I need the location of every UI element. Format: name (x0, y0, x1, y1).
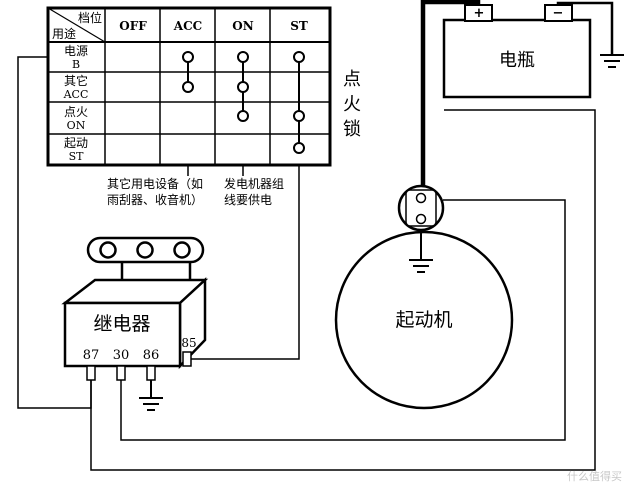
ignition-lock-label-1: 点 (343, 69, 361, 90)
watermark: 什么值得买 (567, 470, 622, 483)
contact-b-st (293, 51, 305, 63)
relay-pin-87-label: 87 (83, 348, 100, 363)
column-header-st: ST (290, 19, 308, 33)
accessory-note-line-2: 雨刮器、收音机） (107, 192, 203, 207)
battery-label: 电瓶 (499, 50, 535, 71)
row-label-ignition: 点火 (64, 105, 88, 119)
contact-acc-on (237, 81, 249, 93)
battery-ground-wire (556, 1, 614, 55)
battery: + − 电瓶 (442, 4, 592, 99)
battery-positive-cable (420, 0, 481, 196)
relay-pin-87 (86, 365, 96, 381)
wire-st-to-relay-85 (191, 165, 300, 360)
relay-pin-30 (116, 365, 126, 381)
wire-relay-30-to-solenoid (120, 199, 566, 441)
ignition-switch-table (46, 6, 332, 167)
contact-on-st (293, 110, 305, 122)
contact-st-st (293, 142, 305, 154)
battery-ground-symbol (600, 54, 624, 68)
wires (17, 56, 596, 471)
starter-motor-body (334, 230, 514, 410)
relay-pin-85-label: 85 (181, 336, 196, 350)
contact-b-acc (182, 51, 194, 63)
relay-bracket-hole (136, 241, 154, 259)
relay-pin-30-label: 30 (113, 348, 130, 363)
contact-on-on (237, 110, 249, 122)
relay-bracket-hole (173, 241, 191, 259)
relay-pin-85 (182, 351, 192, 367)
relay-pin-86 (146, 365, 156, 381)
row-code-st: ST (69, 150, 85, 163)
battery-negative-sign: − (553, 6, 564, 21)
table-outer-border (46, 6, 332, 167)
relay: 继电器 87 30 86 85 (61, 236, 209, 381)
battery-body (442, 18, 592, 99)
row-label-start: 起动 (64, 136, 88, 150)
generator-note-line-1: 发电机器组 (224, 176, 284, 191)
battery-positive-sign: + (474, 6, 485, 21)
relay-mounting-bracket (86, 236, 205, 280)
ignition-lock-label-3: 锁 (343, 119, 361, 140)
generator-note-line-2: 线要供电 (224, 193, 272, 207)
switch-contacts (182, 51, 305, 154)
relay-label: 继电器 (93, 313, 150, 335)
battery-negative-wire (556, 1, 614, 55)
column-header-acc: ACC (173, 19, 202, 33)
row-code-b: B (72, 58, 80, 71)
starter-ground (409, 230, 433, 273)
solenoid-control-terminal (415, 213, 427, 225)
table-corner-bottom-label: 用途 (52, 26, 76, 41)
ignition-lock-label-2: 火 (343, 94, 361, 115)
contact-b-on (237, 51, 249, 63)
wire-relay-87-to-battery (90, 109, 596, 471)
row-label-other: 其它 (64, 73, 88, 88)
table-corner-diagonal (47, 7, 106, 43)
row-code-acc: ACC (63, 88, 89, 101)
row-code-on: ON (67, 119, 86, 132)
starter-motor-label: 起动机 (395, 309, 452, 331)
column-header-off: OFF (119, 19, 147, 33)
starter-motor: 起动机 (334, 184, 514, 410)
relay-ground (139, 380, 163, 411)
accessory-note-line-1: 其它用电设备（如 (107, 176, 203, 191)
column-header-on: ON (232, 19, 253, 33)
solenoid-terminal-block (405, 189, 437, 227)
row-label-power: 电源 (64, 44, 88, 58)
relay-pin-86-label: 86 (143, 348, 160, 363)
table-corner-top-label: 档位 (78, 10, 102, 25)
contact-acc-acc (182, 81, 194, 93)
solenoid-main-terminal (415, 192, 427, 204)
relay-bracket-hole (99, 241, 117, 259)
